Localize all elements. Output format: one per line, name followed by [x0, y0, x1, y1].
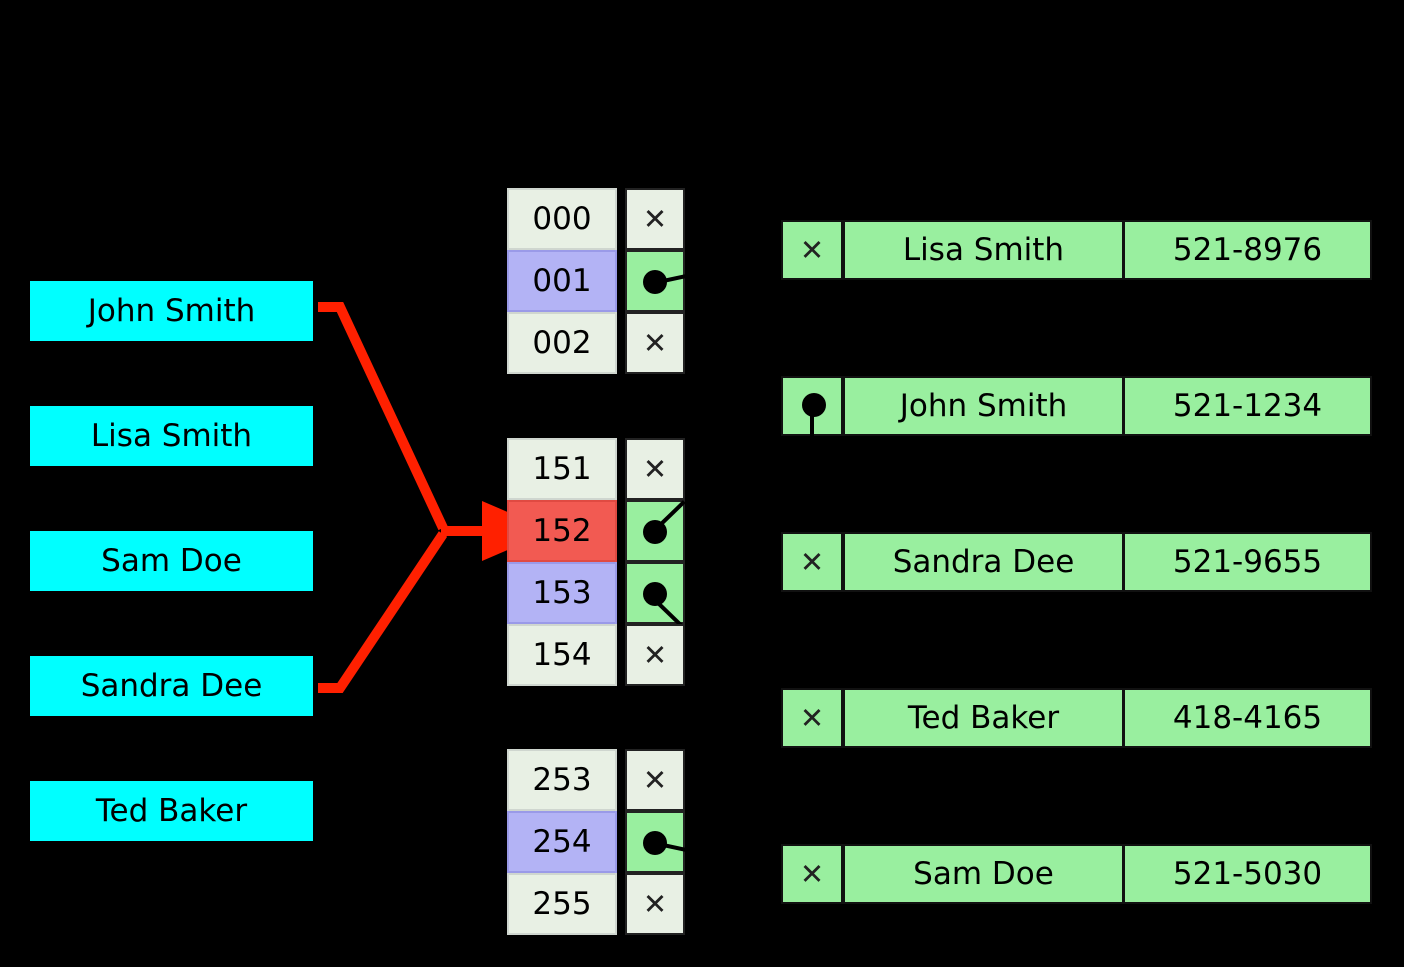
record-phone-cell: 521-5030: [1123, 844, 1372, 904]
bucket-slot-empty[interactable]: ✕: [625, 873, 685, 935]
record-name: Lisa Smith: [902, 231, 1065, 268]
bucket-index-label: 154: [532, 636, 592, 673]
bucket-index-label: 255: [532, 885, 592, 922]
bucket-index-cell[interactable]: 253: [507, 749, 617, 811]
bucket-row-255[interactable]: 255 ✕: [507, 873, 685, 935]
key-box-lisa-smith[interactable]: Lisa Smith: [30, 406, 313, 466]
record-next-pointer-null[interactable]: ✕: [781, 844, 843, 904]
record-next-pointer[interactable]: [781, 376, 843, 438]
bucket-index-cell[interactable]: 152: [507, 500, 617, 562]
record-phone: 521-5030: [1172, 855, 1323, 892]
key-label: Lisa Smith: [90, 417, 253, 454]
key-label: Sam Doe: [101, 542, 242, 579]
bucket-index-label: 253: [532, 761, 592, 798]
record-phone-cell: 418-4165: [1123, 688, 1372, 748]
bucket-index-label: 000: [532, 200, 592, 237]
record-phone: 521-9655: [1172, 543, 1323, 580]
record-name-cell: Sandra Dee: [843, 532, 1124, 592]
record-phone: 521-8976: [1172, 231, 1323, 268]
bucket-slot-empty[interactable]: ✕: [625, 438, 685, 500]
bucket-index-label: 151: [532, 450, 592, 487]
record-name: Ted Baker: [907, 699, 1060, 736]
bucket-slot-pointer[interactable]: [625, 500, 686, 562]
collision-arrow-john-smith: [318, 302, 448, 531]
key-box-sam-doe[interactable]: Sam Doe: [30, 531, 313, 591]
record-name-cell: Ted Baker: [843, 688, 1124, 748]
key-label: Ted Baker: [95, 792, 248, 829]
record-name: Sandra Dee: [892, 543, 1075, 580]
null-mark-icon: ✕: [642, 886, 668, 921]
bucket-index-cell[interactable]: 153: [507, 562, 617, 624]
null-mark-icon: ✕: [642, 201, 668, 236]
null-mark-icon: ✕: [799, 232, 825, 267]
key-label: John Smith: [87, 292, 256, 329]
bucket-row-153[interactable]: 153: [507, 562, 686, 630]
bucket-index-label: 254: [532, 823, 592, 860]
pointer-stub-line: [662, 272, 695, 283]
bucket-row-002[interactable]: 002 ✕: [507, 312, 685, 374]
null-mark-icon: ✕: [642, 762, 668, 797]
pointer-stub-line: [655, 500, 686, 530]
null-mark-icon: ✕: [642, 451, 668, 486]
record-name: John Smith: [899, 387, 1068, 424]
null-mark-icon: ✕: [799, 544, 825, 579]
record-next-pointer-null[interactable]: ✕: [781, 532, 843, 592]
record-next-pointer-null[interactable]: ✕: [781, 220, 843, 280]
pointer-dot-icon: [643, 582, 667, 606]
bucket-index-label: 002: [532, 324, 592, 361]
record-phone-cell: 521-9655: [1123, 532, 1372, 592]
pointer-stub-line: [810, 408, 814, 438]
key-label: Sandra Dee: [80, 667, 263, 704]
bucket-index-cell[interactable]: 000: [507, 188, 617, 250]
record-name-cell: John Smith: [843, 376, 1124, 436]
bucket-index-label: 152: [532, 512, 592, 549]
bucket-slot-empty[interactable]: ✕: [625, 749, 685, 811]
record-phone-cell: 521-8976: [1123, 220, 1372, 280]
bucket-slot-pointer[interactable]: [625, 562, 686, 630]
bucket-row-000[interactable]: 000 ✕: [507, 188, 685, 250]
null-mark-icon: ✕: [642, 325, 668, 360]
record-name: Sam Doe: [913, 855, 1054, 892]
bucket-row-154[interactable]: 154 ✕: [507, 624, 685, 686]
bucket-index-cell[interactable]: 001: [507, 250, 617, 312]
record-phone: 521-1234: [1172, 387, 1323, 424]
record-name-cell: Lisa Smith: [843, 220, 1124, 280]
pointer-dot-icon: [643, 831, 667, 855]
bucket-slot-empty[interactable]: ✕: [625, 188, 685, 250]
bucket-slot-empty[interactable]: ✕: [625, 312, 685, 374]
bucket-index-label: 001: [532, 262, 592, 299]
key-box-ted-baker[interactable]: Ted Baker: [30, 781, 313, 841]
key-box-sandra-dee[interactable]: Sandra Dee: [30, 656, 313, 716]
bucket-row-152[interactable]: 152: [507, 500, 686, 562]
null-mark-icon: ✕: [642, 637, 668, 672]
record-name-cell: Sam Doe: [843, 844, 1124, 904]
bucket-slot-pointer[interactable]: [625, 811, 695, 873]
record-next-pointer-null[interactable]: ✕: [781, 688, 843, 748]
record-phone-cell: 521-1234: [1123, 376, 1372, 436]
bucket-index-cell[interactable]: 255: [507, 873, 617, 935]
bucket-slot-pointer[interactable]: [625, 250, 695, 312]
pointer-stub-line: [662, 843, 695, 854]
bucket-index-cell[interactable]: 254: [507, 811, 617, 873]
bucket-index-cell[interactable]: 151: [507, 438, 617, 500]
bucket-row-151[interactable]: 151 ✕: [507, 438, 685, 500]
null-mark-icon: ✕: [799, 856, 825, 891]
bucket-row-254[interactable]: 254: [507, 811, 695, 873]
record-phone: 418-4165: [1172, 699, 1323, 736]
bucket-index-label: 153: [532, 574, 592, 611]
bucket-index-cell[interactable]: 154: [507, 624, 617, 686]
collision-arrow-sandra-dee: [318, 531, 448, 693]
bucket-index-cell[interactable]: 002: [507, 312, 617, 374]
bucket-row-253[interactable]: 253 ✕: [507, 749, 685, 811]
pointer-dot-icon: [802, 393, 826, 417]
bucket-row-001[interactable]: 001: [507, 250, 695, 312]
key-box-john-smith[interactable]: John Smith: [30, 281, 313, 341]
null-mark-icon: ✕: [799, 700, 825, 735]
bucket-slot-empty[interactable]: ✕: [625, 624, 685, 686]
